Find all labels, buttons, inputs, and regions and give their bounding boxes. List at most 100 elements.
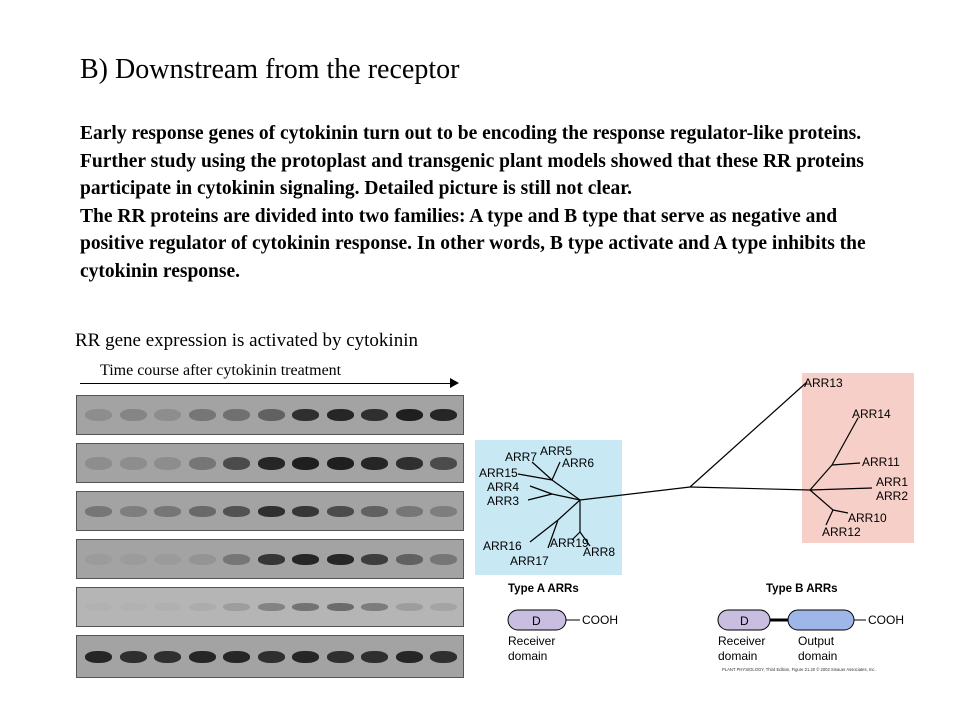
blot-band — [120, 603, 147, 611]
blot-band — [430, 553, 457, 565]
blot-band — [223, 650, 250, 663]
arr-phylogenetic-tree: ARR7 ARR5 ARR15 ARR6 ARR4 ARR3 ARR16 ARR… — [475, 373, 914, 672]
figure-credit: PLANT PHYSIOLOGY, Third Edition, Figure … — [722, 667, 876, 672]
slide-title: B) Downstream from the receptor — [80, 54, 460, 85]
blot-band — [430, 456, 457, 470]
blot-band — [85, 456, 112, 470]
blot-band — [223, 553, 250, 565]
blot-band — [188, 603, 216, 611]
blot-band — [257, 456, 285, 470]
type-b-domain-d: D — [740, 614, 749, 628]
blot-lane — [76, 491, 464, 531]
northern-blot-image — [76, 395, 464, 678]
label-arr3: ARR3 — [487, 494, 519, 508]
blot-band — [430, 409, 457, 421]
blot-band — [85, 603, 112, 611]
blot-band — [326, 505, 354, 517]
type-b-title: Type B ARRs — [766, 583, 838, 595]
blot-band — [188, 505, 216, 517]
blot-band — [188, 650, 216, 663]
blot-band — [361, 650, 388, 663]
blot-band — [154, 650, 181, 663]
label-arr11: ARR11 — [862, 455, 900, 469]
blot-band — [395, 409, 423, 421]
blot-band — [326, 456, 354, 470]
label-arr10: ARR10 — [848, 511, 887, 525]
label-arr12: ARR12 — [822, 525, 861, 539]
blot-lane — [76, 443, 464, 483]
label-arr17: ARR17 — [510, 554, 549, 568]
blot-band — [292, 505, 319, 517]
label-arr16: ARR16 — [483, 539, 522, 553]
blot-lane — [76, 587, 464, 627]
blot-lane — [76, 395, 464, 435]
blot-band — [188, 553, 216, 565]
blot-band — [85, 505, 112, 517]
label-arr7: ARR7 — [505, 450, 537, 464]
paragraph-early-response: Early response genes of cytokinin turn o… — [80, 123, 864, 200]
blot-band — [395, 505, 423, 517]
blot-band — [257, 650, 285, 663]
blot-band — [395, 553, 423, 565]
type-a-cooh: COOH — [582, 613, 618, 627]
label-arr5: ARR5 — [540, 444, 572, 458]
type-a-domain-diagram: Type A ARRs D COOH Receiver domain — [507, 583, 618, 663]
blot-band — [85, 409, 112, 421]
blot-band — [119, 553, 147, 565]
label-arr13: ARR13 — [804, 376, 843, 390]
time-course-label: Time course after cytokinin treatment — [100, 362, 342, 379]
label-arr6: ARR6 — [562, 456, 594, 470]
blot-band — [223, 409, 250, 421]
blot-band — [292, 553, 319, 565]
blot-band — [154, 505, 181, 517]
blot-band — [85, 650, 112, 663]
blot-band — [257, 553, 285, 565]
label-arr14: ARR14 — [852, 407, 891, 421]
type-b-receiver-label: Receiver — [718, 634, 765, 648]
blot-band — [154, 409, 181, 421]
blot-band — [154, 553, 181, 565]
blot-band — [223, 603, 250, 611]
blot-band — [154, 456, 181, 470]
label-arr4: ARR4 — [487, 480, 519, 494]
blot-band — [326, 409, 354, 421]
type-b-cooh: COOH — [868, 613, 904, 627]
figure-caption: RR gene expression is activated by cytok… — [75, 330, 418, 351]
blot-lane — [76, 635, 464, 678]
blot-band — [119, 456, 147, 470]
blot-band — [395, 603, 423, 611]
type-a-domain-d: D — [532, 614, 541, 628]
blot-lane — [76, 539, 464, 579]
blot-band — [223, 456, 250, 470]
blot-band — [395, 456, 423, 470]
blot-band — [326, 553, 354, 565]
blot-band — [188, 409, 216, 421]
blot-band — [292, 650, 319, 663]
blot-band — [395, 650, 423, 663]
type-b-output-label: Output — [798, 634, 835, 648]
blot-band — [430, 603, 457, 611]
blot-band — [119, 650, 147, 663]
type-b-receiver-domain-label: domain — [718, 649, 757, 663]
blot-band — [361, 409, 388, 421]
blot-band — [361, 553, 388, 565]
type-b-output-domain — [787, 609, 855, 631]
blot-band — [361, 505, 388, 517]
type-b-labels: ARR13 ARR14 ARR11 ARR1 ARR2 ARR10 ARR12 — [804, 376, 908, 539]
type-b-domain-diagram: Type B ARRs D COOH Receiver domain Outpu… — [717, 583, 904, 663]
label-arr15: ARR15 — [479, 466, 518, 480]
paragraph-rr-families: The RR proteins are divided into two fam… — [80, 205, 866, 282]
type-b-output-domain-label: domain — [798, 649, 837, 663]
blot-band — [292, 409, 319, 421]
blot-band — [119, 409, 147, 421]
time-arrow-head — [450, 378, 459, 388]
type-a-domain-label: domain — [508, 649, 547, 663]
blot-band — [223, 505, 250, 517]
type-a-receiver-label: Receiver — [508, 634, 555, 648]
label-arr8: ARR8 — [583, 545, 615, 559]
blot-band — [326, 603, 354, 611]
blot-band — [326, 650, 354, 663]
tree-branches — [517, 381, 873, 549]
blot-band — [257, 409, 285, 421]
